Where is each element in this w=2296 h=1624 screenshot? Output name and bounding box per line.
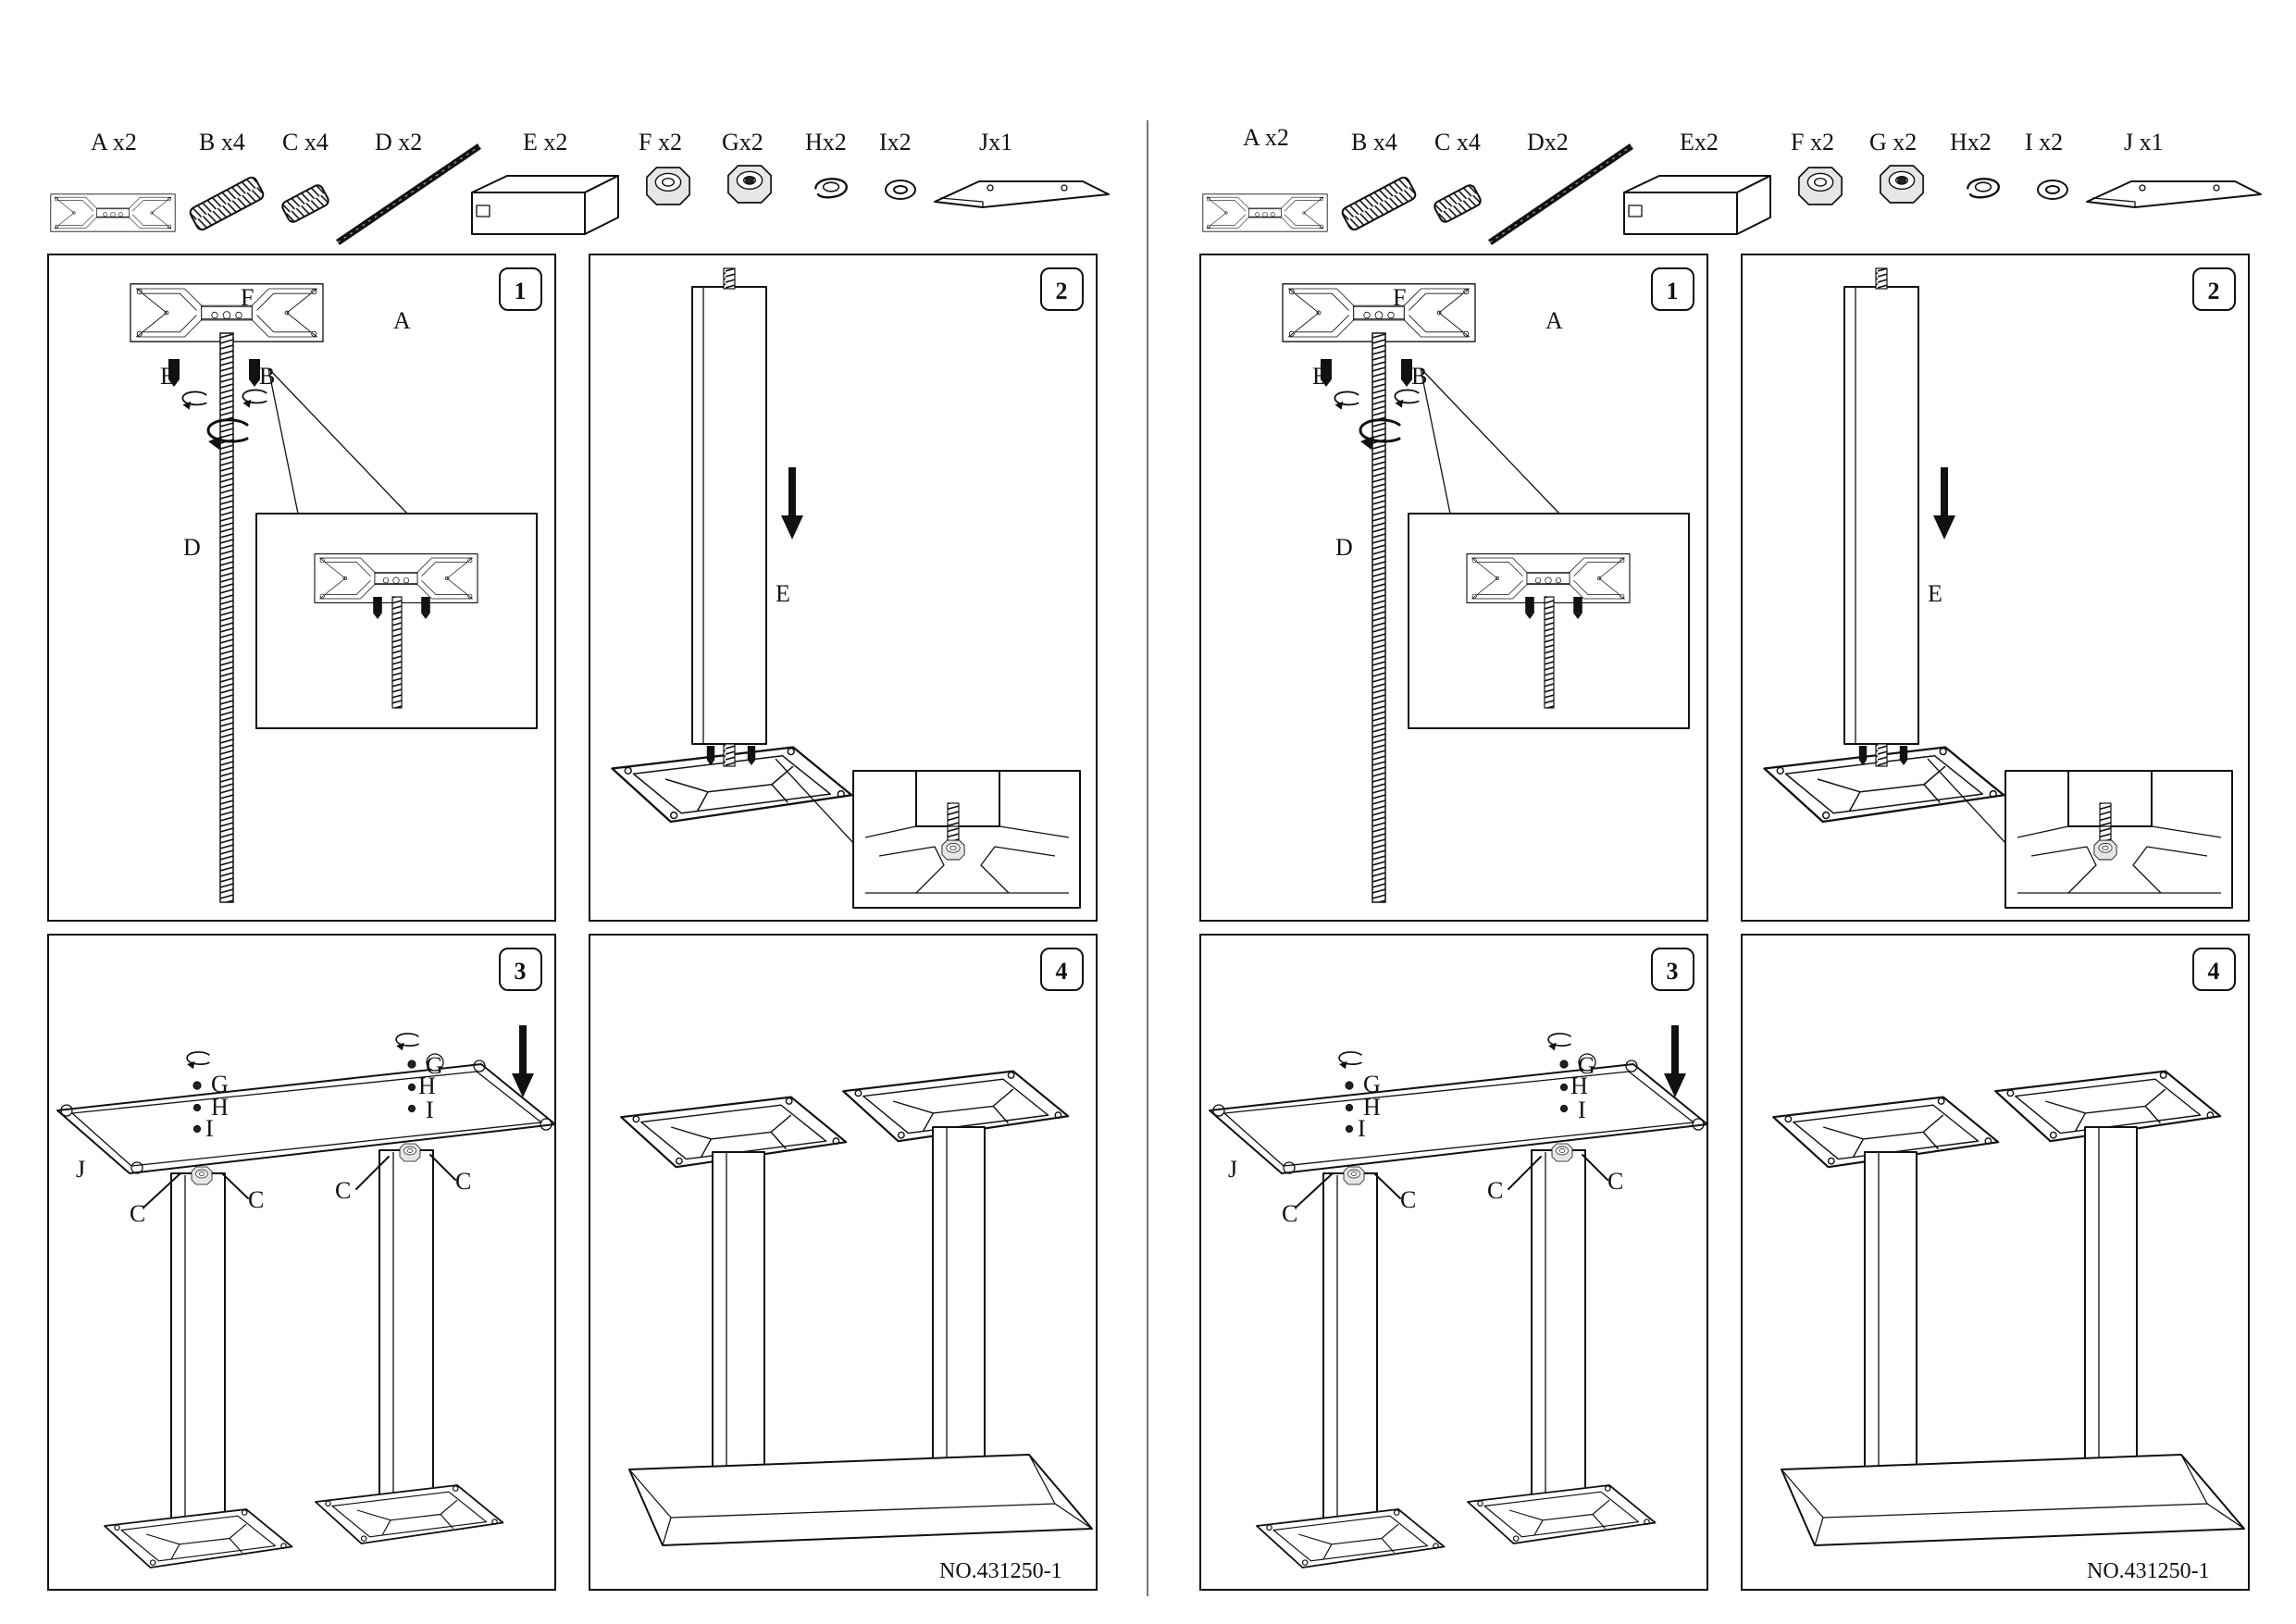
- callout-c-1: C: [1282, 1200, 1297, 1227]
- callout-c-2: C: [248, 1186, 264, 1213]
- callout-c-3: C: [335, 1177, 351, 1204]
- callout-g-left: G: [1363, 1071, 1381, 1097]
- callout-d: D: [1335, 534, 1353, 561]
- part-label-j: J x1: [2124, 129, 2164, 155]
- step-number-4: 4: [1056, 958, 1068, 985]
- part-label-g: G x2: [1869, 129, 1917, 155]
- callout-c-2: C: [1400, 1186, 1416, 1213]
- callout-f: F: [1393, 284, 1406, 311]
- callout-i-right: I: [426, 1097, 434, 1123]
- callout-d: D: [183, 534, 201, 561]
- callout-e: E: [1928, 580, 1942, 607]
- part-label-f: F x2: [1791, 129, 1834, 155]
- callout-h-right: H: [1570, 1072, 1588, 1099]
- part-label-c: C x4: [282, 129, 329, 155]
- step-badge-3: [1651, 948, 1694, 991]
- part-label-d: Dx2: [1527, 129, 1569, 155]
- part-label-c: C x4: [1434, 129, 1481, 155]
- part-label-e: E x2: [523, 129, 567, 155]
- step-badge-3: [499, 948, 542, 991]
- step-number-2: 2: [1056, 278, 1068, 304]
- callout-j: J: [1228, 1156, 1237, 1183]
- part-label-g: Gx2: [722, 129, 763, 155]
- step-number-3: 3: [515, 958, 527, 985]
- step-number-1: 1: [515, 278, 527, 304]
- step-badge-4: [1040, 948, 1084, 991]
- callout-j: J: [76, 1156, 85, 1183]
- step-badge-4: [2192, 948, 2236, 991]
- part-label-i: Ix2: [879, 129, 912, 155]
- callout-g-right: G: [1578, 1052, 1595, 1079]
- step-number-1: 1: [1667, 278, 1679, 304]
- document-number: NO.431250-1: [939, 1559, 1062, 1583]
- callout-e: E: [776, 580, 790, 607]
- part-label-f: F x2: [639, 129, 682, 155]
- part-label-h: Hx2: [1950, 129, 1992, 155]
- callout-i-left: I: [1358, 1115, 1366, 1142]
- step-number-4: 4: [2208, 958, 2220, 985]
- step-badge-1: [499, 267, 542, 311]
- sheet-right: A x2 B x4 C x4 Dx2 Ex2 F x2 G x2 Hx2 I x…: [1200, 124, 2261, 1590]
- part-label-a: A x2: [1243, 124, 1289, 151]
- callout-g-right: G: [426, 1052, 443, 1079]
- callout-i-left: I: [205, 1115, 214, 1142]
- step-number-3: 3: [1667, 958, 1679, 985]
- callout-f: F: [241, 284, 254, 311]
- part-label-b: B x4: [1351, 129, 1397, 155]
- callout-g-left: G: [211, 1071, 229, 1097]
- part-label-a: A x2: [91, 129, 137, 155]
- callout-b-left: B: [1312, 363, 1328, 390]
- part-label-b: B x4: [199, 129, 245, 155]
- step-number-2: 2: [2208, 278, 2220, 304]
- callout-i-right: I: [1578, 1097, 1586, 1123]
- callout-h-right: H: [418, 1072, 436, 1099]
- step-badge-2: [2192, 267, 2236, 311]
- part-label-j: Jx1: [979, 129, 1012, 155]
- part-label-d: D x2: [375, 129, 422, 155]
- callout-a: A: [393, 307, 411, 334]
- part-label-i: I x2: [2025, 129, 2063, 155]
- document-number: NO.431250-1: [2087, 1559, 2210, 1583]
- callout-b-right: B: [259, 363, 275, 390]
- step-badge-2: [1040, 267, 1084, 311]
- part-label-e: Ex2: [1680, 129, 1719, 155]
- sheet-left: A x2 B x4 C x4 D x2 E x2 F x2 Gx2 Hx2 Ix…: [48, 129, 1109, 1590]
- callout-c-3: C: [1487, 1177, 1503, 1204]
- callout-c-4: C: [455, 1168, 471, 1195]
- callout-c-4: C: [1607, 1168, 1623, 1195]
- callout-b-right: B: [1411, 363, 1427, 390]
- callout-c-1: C: [130, 1200, 145, 1227]
- callout-a: A: [1545, 307, 1563, 334]
- callout-h-left: H: [211, 1094, 229, 1121]
- callout-h-left: H: [1363, 1094, 1381, 1121]
- step-badge-1: [1651, 267, 1694, 311]
- part-label-h: Hx2: [805, 129, 847, 155]
- callout-b-left: B: [160, 363, 176, 390]
